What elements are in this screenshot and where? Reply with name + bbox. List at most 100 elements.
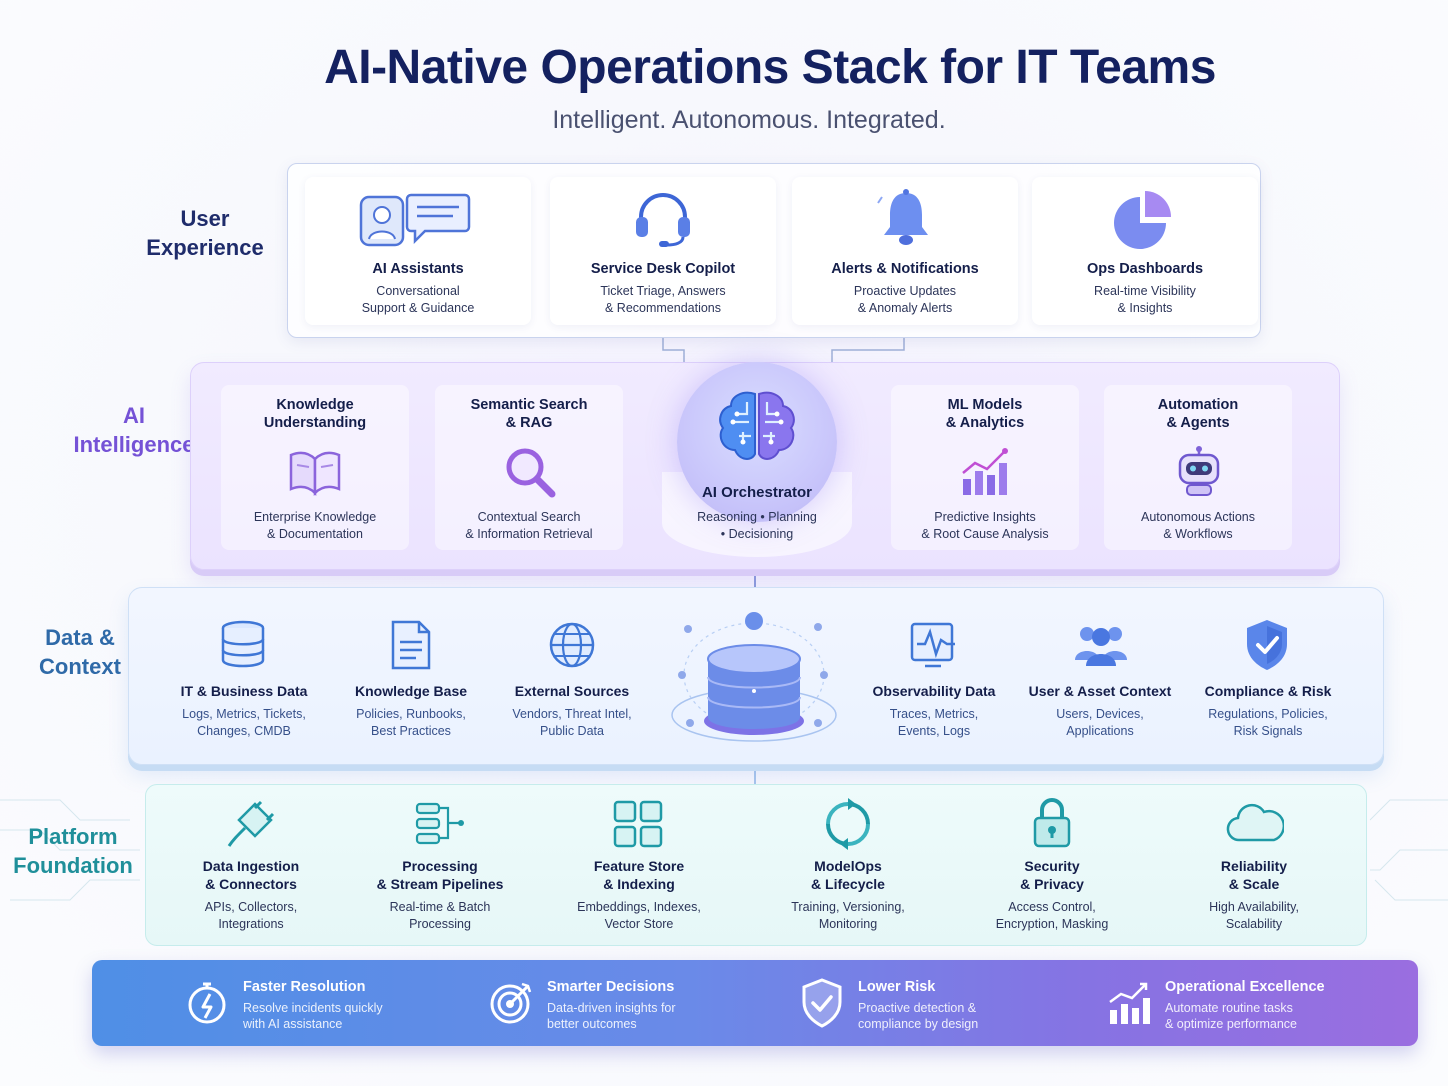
benefit-lower-risk[interactable]: Lower Risk Proactive detection & complia… xyxy=(796,976,1076,1032)
card-desc: Contextual Search xyxy=(477,510,581,524)
card-desc: Regulations, Policies, xyxy=(1208,707,1328,721)
benefit-faster-resolution[interactable]: Faster Resolution Resolve incidents quic… xyxy=(180,976,460,1032)
layer-label-platform-foundation: Platform Foundation xyxy=(2,822,144,880)
cloud-icon xyxy=(1226,803,1284,842)
document-icon xyxy=(391,620,431,670)
ai-card-ml-models-analytics[interactable]: ML Models & Analytics Predictive Insight… xyxy=(891,385,1079,550)
book-icon xyxy=(289,451,341,497)
card-title: Data Ingestion xyxy=(202,858,300,874)
platform-card-feature-store[interactable]: Feature Store & Indexing Embeddings, Ind… xyxy=(541,790,737,940)
ux-card-service-desk-copilot[interactable]: Service Desk Copilot Ticket Triage, Answ… xyxy=(550,177,776,325)
card-desc: & Root Cause Analysis xyxy=(921,527,1049,541)
platform-card-modelops[interactable]: ModelOps & Lifecycle Training, Versionin… xyxy=(750,790,946,940)
benefit-desc: Data-driven insights for xyxy=(547,1001,676,1015)
benefit-smarter-decisions[interactable]: Smarter Decisions Data-driven insights f… xyxy=(484,976,764,1032)
stopwatch-icon xyxy=(188,982,226,1024)
card-title: IT & Business Data xyxy=(180,683,308,699)
card-desc: High Availability, xyxy=(1209,900,1299,914)
magnifier-icon xyxy=(506,448,556,498)
card-desc: & Recommendations xyxy=(604,301,722,315)
bell-icon xyxy=(877,189,928,245)
layer-label-line: User xyxy=(180,206,230,231)
platform-card-security-privacy[interactable]: Security & Privacy Access Control, Encry… xyxy=(954,790,1150,940)
data-card-observability-data[interactable]: Observability Data Traces, Metrics, Even… xyxy=(854,608,1014,748)
platform-foundation-panel xyxy=(145,784,1367,946)
card-title: Semantic Search xyxy=(470,397,588,413)
card-desc: Scalability xyxy=(1225,917,1283,931)
page-subtitle: Intelligent. Autonomous. Integrated. xyxy=(552,106,946,134)
card-title: & Connectors xyxy=(205,876,297,892)
data-card-user-asset-context[interactable]: User & Asset Context Users, Devices, App… xyxy=(1020,608,1180,748)
benefit-title: Faster Resolution xyxy=(243,979,366,995)
card-desc: Vector Store xyxy=(604,917,674,931)
data-card-it-business-data[interactable]: IT & Business Data Logs, Metrics, Ticket… xyxy=(164,608,324,748)
card-desc: Integrations xyxy=(218,917,284,931)
benefit-operational-excellence[interactable]: Operational Excellence Automate routine … xyxy=(1104,976,1394,1032)
ai-card-semantic-search-rag[interactable]: Semantic Search & RAG Contextual Search … xyxy=(435,385,623,550)
card-desc: & Documentation xyxy=(267,527,363,541)
card-desc: Traces, Metrics, xyxy=(889,707,979,721)
orchestrator-node[interactable] xyxy=(677,362,837,522)
robot-icon xyxy=(1178,446,1220,496)
card-title: & Stream Pipelines xyxy=(376,876,504,892)
users-icon xyxy=(1075,627,1127,666)
target-icon xyxy=(490,982,532,1024)
card-desc: Proactive Updates xyxy=(853,284,957,298)
card-desc: Events, Logs xyxy=(897,724,971,738)
card-desc: Real-time Visibility xyxy=(1094,284,1196,298)
data-card-compliance-risk[interactable]: Compliance & Risk Regulations, Policies,… xyxy=(1188,608,1348,748)
card-desc: & Anomaly Alerts xyxy=(857,301,953,315)
card-title: Compliance & Risk xyxy=(1204,683,1332,699)
ux-card-ops-dashboards[interactable]: Ops Dashboards Real-time Visibility & In… xyxy=(1032,177,1258,325)
card-desc: & Workflows xyxy=(1163,527,1233,541)
benefit-desc: with AI assistance xyxy=(243,1017,343,1031)
card-title: Reliability xyxy=(1220,858,1288,874)
benefit-desc: Proactive detection & xyxy=(858,1001,977,1015)
card-desc: Monitoring xyxy=(818,917,878,931)
card-title: Feature Store xyxy=(593,858,685,874)
card-desc: Support & Guidance xyxy=(361,301,475,315)
ux-card-ai-assistants[interactable]: AI Assistants Conversational Support & G… xyxy=(305,177,531,325)
layer-label-line: Intelligence xyxy=(73,432,195,457)
layer-label-line: Experience xyxy=(146,235,264,260)
data-card-knowledge-base[interactable]: Knowledge Base Policies, Runbooks, Best … xyxy=(331,608,491,748)
card-title: User & Asset Context xyxy=(1028,683,1172,699)
layer-label-line: Foundation xyxy=(13,853,133,878)
bar-chart-icon xyxy=(962,448,1008,495)
platform-card-data-ingestion[interactable]: Data Ingestion & Connectors APIs, Collec… xyxy=(153,790,349,940)
page-title: AI-Native Operations Stack for IT Teams xyxy=(324,41,1216,94)
layer-label-line: Context xyxy=(39,654,121,679)
card-desc: Predictive Insights xyxy=(934,510,1036,524)
card-desc: APIs, Collectors, xyxy=(204,900,298,914)
card-title: Security xyxy=(1024,858,1080,874)
card-desc: Users, Devices, xyxy=(1056,707,1144,721)
platform-card-processing[interactable]: Processing & Stream Pipelines Real-time … xyxy=(342,790,538,940)
card-title: Automation xyxy=(1157,397,1239,413)
card-title: & Scale xyxy=(1228,876,1280,892)
card-title: ML Models xyxy=(947,397,1023,413)
ai-card-automation-agents[interactable]: Automation & Agents Autonomous Actions &… xyxy=(1104,385,1292,550)
grid-icon xyxy=(613,800,663,848)
benefit-desc: compliance by design xyxy=(858,1017,979,1031)
ai-card-knowledge-understanding[interactable]: Knowledge Understanding Enterprise Knowl… xyxy=(221,385,409,550)
card-desc: Public Data xyxy=(540,724,604,738)
platform-card-reliability-scale[interactable]: Reliability & Scale High Availability, S… xyxy=(1156,790,1352,940)
ux-card-alerts-notifications[interactable]: Alerts & Notifications Proactive Updates… xyxy=(792,177,1018,325)
card-title: & Privacy xyxy=(1020,876,1084,892)
data-hub-icon xyxy=(671,612,837,742)
pipeline-icon xyxy=(415,802,464,845)
benefit-desc: & optimize performance xyxy=(1165,1017,1298,1031)
card-title: Alerts & Notifications xyxy=(831,261,979,277)
card-title: & Agents xyxy=(1166,415,1230,431)
card-desc: Changes, CMDB xyxy=(197,724,291,738)
card-title: ModelOps xyxy=(814,858,882,874)
benefit-desc: Automate routine tasks xyxy=(1165,1001,1293,1015)
card-desc: Access Control, xyxy=(1008,900,1096,914)
card-title: Service Desk Copilot xyxy=(590,261,736,277)
brain-icon xyxy=(719,391,795,460)
data-card-external-sources[interactable]: External Sources Vendors, Threat Intel, … xyxy=(492,608,652,748)
cycle-icon xyxy=(826,798,870,850)
chat-assistant-icon xyxy=(359,193,471,247)
card-desc: Enterprise Knowledge xyxy=(253,510,377,524)
layer-label-line: AI xyxy=(123,403,145,428)
